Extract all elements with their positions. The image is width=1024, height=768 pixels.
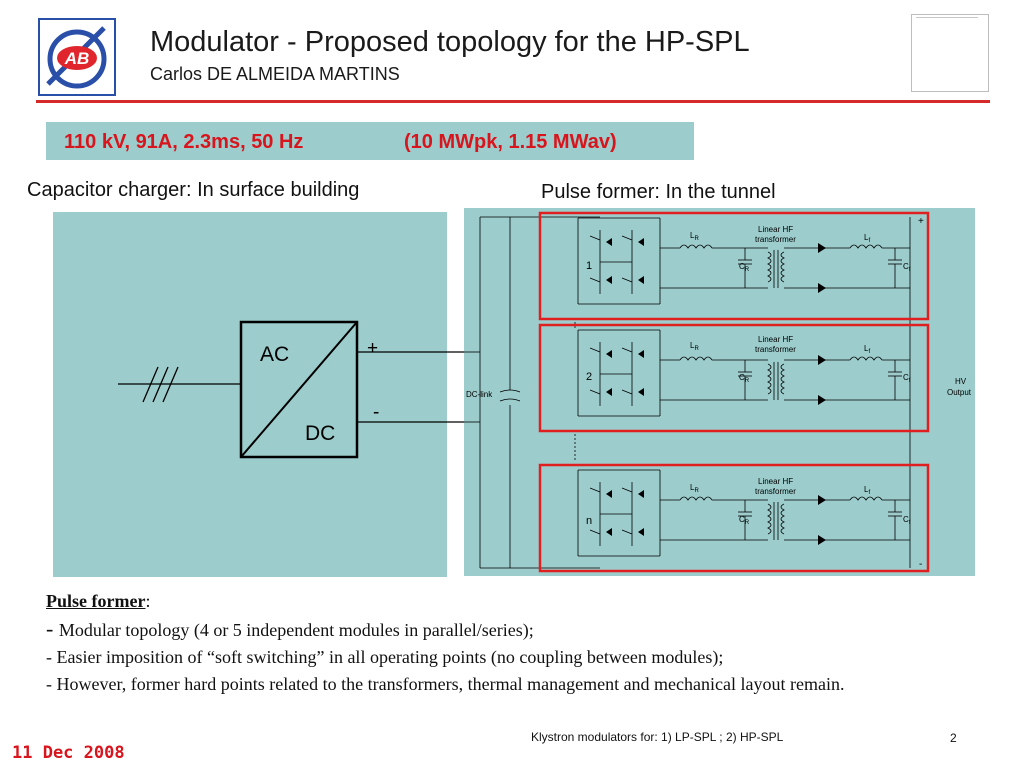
ab-logo: AB: [38, 18, 116, 96]
dc-link-cap-plate-top: [499, 389, 521, 393]
module-1-frame: [538, 211, 930, 321]
converter-diagonal: [240, 321, 358, 458]
module-1-index: 1: [586, 260, 592, 272]
converter-input-label: AC: [260, 343, 289, 366]
module-2-lf-label: Lf: [864, 344, 870, 355]
hv-output-label-line2: Output: [947, 388, 972, 397]
pulse-former-notes: Pulse former: - Modular topology (4 or 5…: [46, 588, 996, 698]
notes-line-3: - However, former hard points related to…: [46, 674, 845, 694]
header-divider: [36, 100, 990, 103]
module-1-transformer-label-2: transformer: [755, 235, 796, 244]
module-2-transformer-label-1: Linear HF: [758, 335, 793, 344]
module-1-transformer-label-1: Linear HF: [758, 225, 793, 234]
hv-output-label-line1: HV: [955, 377, 967, 386]
notes-line-2: - Easier imposition of “soft switching” …: [46, 647, 724, 667]
module-n-cr-label: CR: [739, 515, 750, 526]
spec-params: 110 kV, 91A, 2.3ms, 50 Hz: [64, 131, 304, 153]
spec-banner: [46, 122, 694, 160]
module-n-lr-label: LR: [690, 483, 699, 494]
notes-heading-colon: :: [145, 591, 151, 611]
capacitor-charger-label: Capacitor charger: In surface building: [27, 179, 360, 201]
corner-thumbnail-line: [916, 17, 978, 18]
pulse-former-panel: [464, 208, 975, 576]
module-1-lf-label: Lf: [864, 233, 870, 244]
ac-dc-converter-box: [239, 320, 359, 459]
module-n-frame: [538, 463, 930, 573]
module-2-cf-label: Cf: [903, 373, 911, 384]
notes-line-1: - Modular topology (4 or 5 independent m…: [46, 615, 996, 644]
corner-thumbnail: [911, 14, 989, 92]
module-1-cf-label: Cf: [903, 262, 911, 273]
module-2-cr-label: CR: [739, 373, 750, 384]
dc-link-label: DC-link: [466, 390, 493, 399]
converter-output-label: DC: [305, 422, 335, 445]
output-minus-sign: -: [919, 559, 922, 570]
notes-line-1-text: Modular topology (4 or 5 independent mod…: [58, 620, 534, 640]
notes-heading: Pulse former: [46, 591, 146, 611]
module-1-lr-label: LR: [690, 231, 699, 242]
footer-note: Klystron modulators for: 1) LP-SPL ; 2) …: [531, 730, 784, 744]
circuit-diagram: AC DC + - DC-link HV Output + - Linear H…: [118, 211, 972, 573]
module-n-lf-label: Lf: [864, 485, 870, 496]
three-phase-marks: [142, 366, 179, 403]
logo-text: AB: [64, 49, 90, 68]
page-number: 2: [950, 731, 957, 745]
module-n-index: n: [586, 515, 592, 527]
pulse-former-label: Pulse former: In the tunnel: [541, 181, 776, 203]
capacitor-charger-panel: [53, 212, 447, 577]
spec-power: (10 MWpk, 1.15 MWav): [404, 131, 617, 153]
slide-author: Carlos DE ALMEIDA MARTINS: [150, 64, 400, 84]
module-n-transformer-label-2: transformer: [755, 487, 796, 496]
notes-heading-line: Pulse former:: [46, 588, 996, 615]
module-n-transformer-label-1: Linear HF: [758, 477, 793, 486]
module-n-cf-label: Cf: [903, 515, 911, 526]
module-1-cr-label: CR: [739, 262, 750, 273]
dc-minus-sign: -: [373, 402, 379, 423]
dc-plus-sign: +: [367, 338, 378, 359]
module-n-circuit: [577, 469, 911, 557]
module-2-lr-label: LR: [690, 341, 699, 352]
output-plus-sign: +: [918, 216, 924, 227]
notes-line-1-dash: -: [46, 616, 59, 641]
module-2-frame: [538, 323, 930, 433]
module-2-transformer-label-2: transformer: [755, 345, 796, 354]
module-1-circuit: [577, 217, 911, 305]
slide-date: 11 Dec 2008: [12, 743, 125, 763]
dc-link-cap-plate-bottom: [499, 398, 521, 402]
module-2-index: 2: [586, 371, 592, 383]
slide-title: Modulator - Proposed topology for the HP…: [150, 26, 750, 58]
